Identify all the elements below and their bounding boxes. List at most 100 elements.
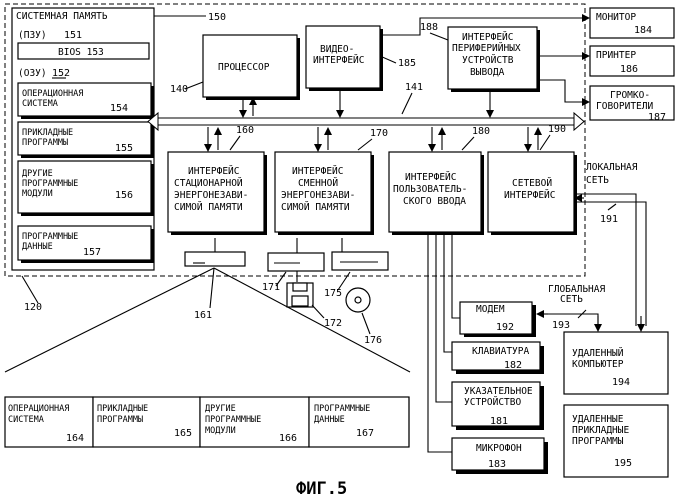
periph-label-line2: ПЕРИФЕРИЙНЫХ <box>452 42 521 54</box>
wan-label-line2: СЕТЬ <box>560 294 583 305</box>
ram-modules-line3: МОДУЛИ <box>22 189 53 199</box>
removable-label-line3: ЭНЕРГОНЕЗАВИ- <box>281 190 355 201</box>
pointing-ref: 181 <box>490 416 508 427</box>
optical-disc <box>346 288 370 312</box>
input-label-line2: ПОЛЬЗОВАТЕЛЬ- <box>393 184 467 195</box>
disk-contents: ОПЕРАЦИОННАЯ СИСТЕМА 164 ПРИКЛАДНЫЕ ПРОГ… <box>5 397 409 447</box>
removable-ref: 170 <box>370 128 388 139</box>
ram-modules-ref: 156 <box>115 190 133 201</box>
modem-ref: 192 <box>496 322 514 333</box>
ram-modules-line1: ДРУГИЕ <box>22 169 53 179</box>
periph-label-line3: УСТРОЙСТВ <box>462 54 514 66</box>
periph-ref: 188 <box>420 22 438 33</box>
video-label-line2: ИНТЕРФЕЙС <box>313 54 364 66</box>
printer-ref: 186 <box>620 64 638 75</box>
rom-label: (ПЗУ) <box>18 30 47 41</box>
rom-ref: 151 <box>64 30 82 41</box>
disk-apps-line1: ПРИКЛАДНЫЕ <box>97 404 148 414</box>
ram-data-line1: ПРОГРАММНЫЕ <box>22 232 78 242</box>
microphone-label: МИКРОФОН <box>476 443 522 454</box>
video-ref: 185 <box>398 58 416 69</box>
ram-os-ref: 154 <box>110 103 128 114</box>
disk-modules-ref: 166 <box>279 433 297 444</box>
remote-pc-ref: 194 <box>612 377 630 388</box>
remote-pc-line1: УДАЛЕННЫЙ <box>572 347 624 359</box>
cone-left <box>5 268 214 372</box>
wire-modem <box>452 232 460 318</box>
input-label-line1: ИНТЕРФЕЙС <box>405 171 456 183</box>
disk-modules-line3: МОДУЛИ <box>205 426 236 436</box>
system-memory-ref: 150 <box>208 12 226 23</box>
printer-label: ПРИНТЕР <box>596 50 636 61</box>
bios-label: BIOS 153 <box>58 47 104 58</box>
ram-data-line2: ДАННЫЕ <box>22 242 53 252</box>
periph-label-line4: ВЫВОДА <box>470 67 505 78</box>
fixed-label-line1: ИНТЕРФЕЙС <box>188 165 239 177</box>
fixed-label-line3: ЭНЕРГОНЕЗАВИ- <box>174 190 248 201</box>
fixed-label-line2: СТАЦИОНАРНОЙ <box>174 177 243 189</box>
disk-os-line2: СИСТЕМА <box>8 415 44 425</box>
periph-label-line1: ИНТЕРФЕЙС <box>462 31 513 43</box>
disk-os-line1: ОПЕРАЦИОННАЯ <box>8 404 69 414</box>
remote-apps-ref: 195 <box>614 458 632 469</box>
disk-apps-ref: 165 <box>174 428 192 439</box>
wan-ref: 193 <box>552 320 570 331</box>
modem-label: МОДЕМ <box>476 304 505 315</box>
microphone-ref: 183 <box>488 459 506 470</box>
remote-apps-line2: ПРИКЛАДНЫЕ <box>572 425 629 436</box>
pointing-line2: УСТРОЙСТВО <box>464 396 521 408</box>
processor-ref: 140 <box>170 84 188 95</box>
disk-modules-line1: ДРУГИЕ <box>205 404 236 414</box>
ram-os-line2: СИСТЕМА <box>22 99 58 109</box>
removable-label-line4: СИМОЙ ПАМЯТИ <box>281 201 350 213</box>
disk-data-line2: ДАННЫЕ <box>314 415 345 425</box>
monitor-ref: 184 <box>634 25 652 36</box>
speakers-line2: ГОВОРИТЕЛИ <box>596 101 653 112</box>
hdd-ref: 161 <box>194 310 212 321</box>
disk-os-ref: 164 <box>66 433 84 444</box>
computer-ref: 120 <box>24 302 42 313</box>
cd-ref: 175 <box>324 288 342 299</box>
disk-modules-line2: ПРОГРАММНЫЕ <box>205 415 261 425</box>
hard-disk-drive <box>185 238 245 266</box>
input-ref: 180 <box>472 126 490 137</box>
lan-ref: 191 <box>600 214 618 225</box>
network-label-line2: ИНТЕРФЕЙС <box>504 189 555 201</box>
ram-os-line1: ОПЕРАЦИОННАЯ <box>22 89 83 99</box>
figure-caption: ФИГ.5 <box>296 479 347 499</box>
removable-label-line2: СМЕННОЙ <box>298 177 338 189</box>
floppy-drive <box>268 238 324 282</box>
ram-label: (ОЗУ) <box>18 68 47 79</box>
ram-apps-line1: ПРИКЛАДНЫЕ <box>22 128 73 138</box>
keyboard-ref: 182 <box>504 360 522 371</box>
input-label-line3: СКОГО ВВОДА <box>403 196 466 207</box>
wire-keyboard <box>444 232 452 352</box>
floppy-disk <box>287 283 313 307</box>
disc-ref: 176 <box>364 335 382 346</box>
ram-apps-ref: 155 <box>115 143 133 154</box>
ram-data-ref: 157 <box>83 247 101 258</box>
lan-label-line1: ЛОКАЛЬНАЯ <box>586 162 638 173</box>
system-memory-title: СИСТЕМНАЯ ПАМЯТЬ <box>16 11 108 22</box>
ram-ref: 152 <box>52 68 70 79</box>
network-ref: 190 <box>548 124 566 135</box>
remote-apps-line3: ПРОГРАММЫ <box>572 436 624 447</box>
monitor-label: МОНИТОР <box>596 12 636 23</box>
lan-label-line2: СЕТЬ <box>586 175 609 186</box>
fixed-ref: 160 <box>236 125 254 136</box>
keyboard-label: КЛАВИАТУРА <box>472 346 529 357</box>
disk-data-ref: 167 <box>356 428 374 439</box>
remote-apps-line1: УДАЛЕННЫЕ <box>572 414 624 425</box>
remote-pc-line2: КОМПЬЮТЕР <box>572 359 624 370</box>
disk-data-line1: ПРОГРАММНЫЕ <box>314 404 370 414</box>
processor-label: ПРОЦЕССОР <box>218 62 270 73</box>
video-label-line1: ВИДЕО- <box>320 44 354 55</box>
fixed-label-line4: СИМОЙ ПАМЯТИ <box>174 201 243 213</box>
network-label-line1: СЕТЕВОЙ <box>512 177 552 189</box>
speakers-ref: 187 <box>648 112 666 123</box>
wire-microphone <box>428 232 452 452</box>
cd-drive <box>332 238 388 270</box>
computer-leader <box>22 276 38 303</box>
removable-label-line1: ИНТЕРФЕЙС <box>292 165 343 177</box>
